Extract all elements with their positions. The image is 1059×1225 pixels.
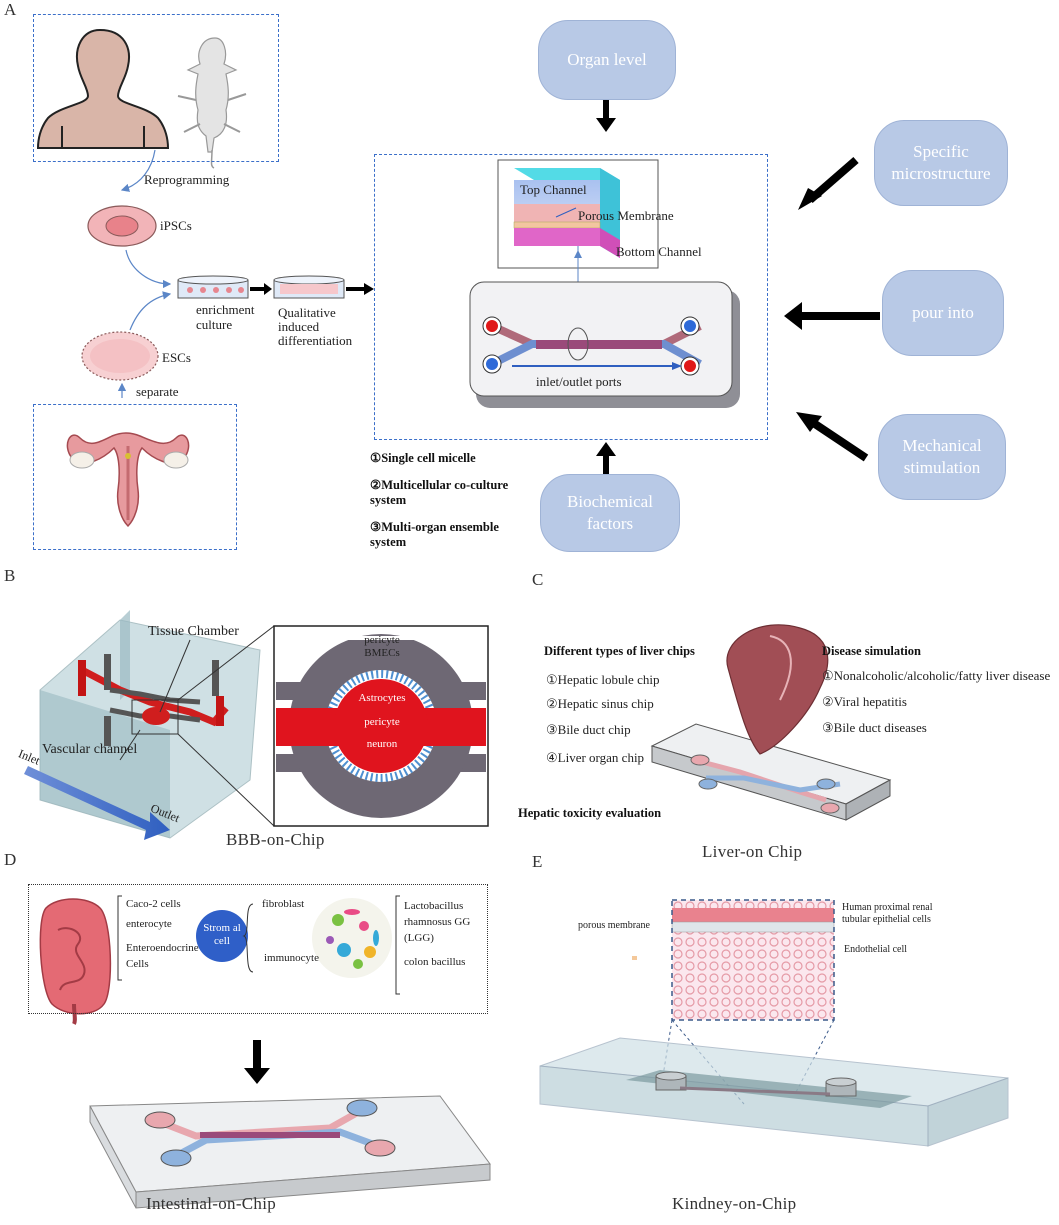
mouse-silhouette-icon <box>177 37 247 169</box>
pericyte-bmecs-label: pericyte BMECs <box>364 634 400 659</box>
panel-letter-e: E <box>532 852 543 871</box>
kidney-caption: Kindney-on-Chip <box>672 1194 797 1213</box>
top-channel-label: Top Channel <box>520 182 587 197</box>
fibroblast-label: fibroblast <box>262 898 305 910</box>
organ-level-arrow <box>596 98 616 132</box>
reprogramming-label: Reprogramming <box>144 172 230 187</box>
bbb-chip-illustration <box>39 610 275 839</box>
microfluidic-chip-illustration <box>469 281 740 408</box>
qualitative-label: Qualitative induced differentiation <box>278 305 353 348</box>
organ-level-label: Organ level <box>567 50 647 69</box>
pour-into-arrow <box>784 302 880 330</box>
enrichment-dish-icon <box>177 275 249 299</box>
panel-letter-a: A <box>4 0 17 19</box>
uterus-box <box>33 404 237 550</box>
liver-caption: Liver-on Chip <box>702 842 803 861</box>
inlet-outlet-label: inlet/outlet ports <box>536 374 622 389</box>
bbb-zoom-box <box>273 625 489 827</box>
porous-membrane-e-label: porous membrane <box>578 920 650 931</box>
kidney-dot <box>632 956 637 960</box>
kidney-zoom-box <box>671 899 835 1021</box>
intestinal-caption: Intestinal-on-Chip <box>146 1194 277 1213</box>
liver-type-3: ③Bile duct chip <box>546 722 631 737</box>
intestinal-arrow <box>244 1040 270 1084</box>
organ-level-bubble: Organ level <box>538 20 676 100</box>
toxicity-label: Hepatic toxicity evaluation <box>518 806 662 820</box>
list-item-multi-organ: ③Multi-organ ensemble system <box>370 520 499 549</box>
intestinal-chip-illustration <box>89 1095 491 1209</box>
disease-3: ③Bile duct diseases <box>822 720 927 735</box>
biochemical-factors-label: Biochemical factors <box>567 492 653 533</box>
panel-letter-d: D <box>4 850 17 869</box>
liver-types-title: Different types of liver chips <box>544 644 695 658</box>
liver-type-1: ①Hepatic lobule chip <box>546 672 660 687</box>
renal-cells-label: Human proximal renal tubular epithelial … <box>842 902 933 925</box>
inlet-outlet-arrow <box>24 766 170 840</box>
liver-chip-illustration <box>650 624 892 821</box>
mechanical-stimulation-label: Mechanical stimulation <box>902 436 982 477</box>
escs-label: ESCs <box>162 350 191 365</box>
caco2-label: Caco-2 cells <box>126 898 181 910</box>
mechanical-stimulation-bubble: Mechanical stimulation <box>878 414 1006 500</box>
disease-2: ②Viral hepatitis <box>822 694 907 709</box>
pour-into-bubble: pour into <box>882 270 1004 356</box>
uterus-icon <box>66 432 190 528</box>
intestine-icon <box>39 898 112 1025</box>
mechanical-arrow <box>796 412 869 462</box>
list-item-single-cell: ①Single cell micelle <box>370 451 476 465</box>
microstructure-arrow <box>798 156 859 210</box>
tissue-chamber-label: Tissue Chamber <box>148 624 239 639</box>
specific-microstructure-label: Specific microstructure <box>891 142 991 183</box>
bottom-channel-label: Bottom Channel <box>616 244 702 259</box>
species-box <box>33 14 279 162</box>
intestinal-components-box <box>28 884 488 1014</box>
enrichment-label: enrichment culture <box>196 302 255 332</box>
immunocyte-label: immunocyte <box>264 952 319 964</box>
bbb-caption: BBB-on-Chip <box>226 830 325 849</box>
kidney-chip-illustration <box>539 1037 1009 1147</box>
colon-bacillus-label: colon bacillus <box>404 956 466 968</box>
list-item-multicellular: ②Multicellular co-culture system <box>370 478 509 507</box>
porous-membrane-label: Porous Membrane <box>578 208 674 223</box>
pour-into-label: pour into <box>912 303 974 322</box>
vascular-channel-label: Vascular channel <box>42 742 138 757</box>
liver-type-2: ②Hepatic sinus chip <box>546 696 654 711</box>
disease-1: ①Nonalcoholic/alcoholic/fatty liver dise… <box>822 668 1051 683</box>
enteroendocrine-label: Enteroendocrine Cells <box>126 942 199 970</box>
lactobacillus-label: Lactobacillus rhamnosus GG (LGG) <box>404 900 471 944</box>
enterocyte-label: enterocyte <box>126 918 172 930</box>
pericyte-label: pericyte <box>364 716 400 728</box>
specific-microstructure-bubble: Specific microstructure <box>874 120 1008 206</box>
endothelial-label: Endothelial cell <box>844 944 908 955</box>
panel-letter-b: B <box>4 566 16 585</box>
liver-type-4: ④Liver organ chip <box>546 750 645 765</box>
human-silhouette-icon <box>36 28 170 149</box>
biochemical-factors-bubble: Biochemical factors <box>540 474 680 552</box>
ipscs-label: iPSCs <box>160 218 192 233</box>
differentiation-dish-icon <box>273 275 345 299</box>
neuron-label: neuron <box>366 738 398 750</box>
bacteria-cluster-icon <box>312 898 392 978</box>
astrocytes-label: Astrocytes <box>358 692 406 704</box>
panel-letter-c: C <box>532 570 544 589</box>
organ-chip-box <box>374 154 768 440</box>
stromal-cell-icon <box>196 910 248 962</box>
stromal-label: Strom al cell <box>203 922 241 947</box>
disease-title: Disease simulation <box>822 644 921 658</box>
biochemical-arrow <box>596 442 616 478</box>
separate-label: separate <box>136 384 179 399</box>
